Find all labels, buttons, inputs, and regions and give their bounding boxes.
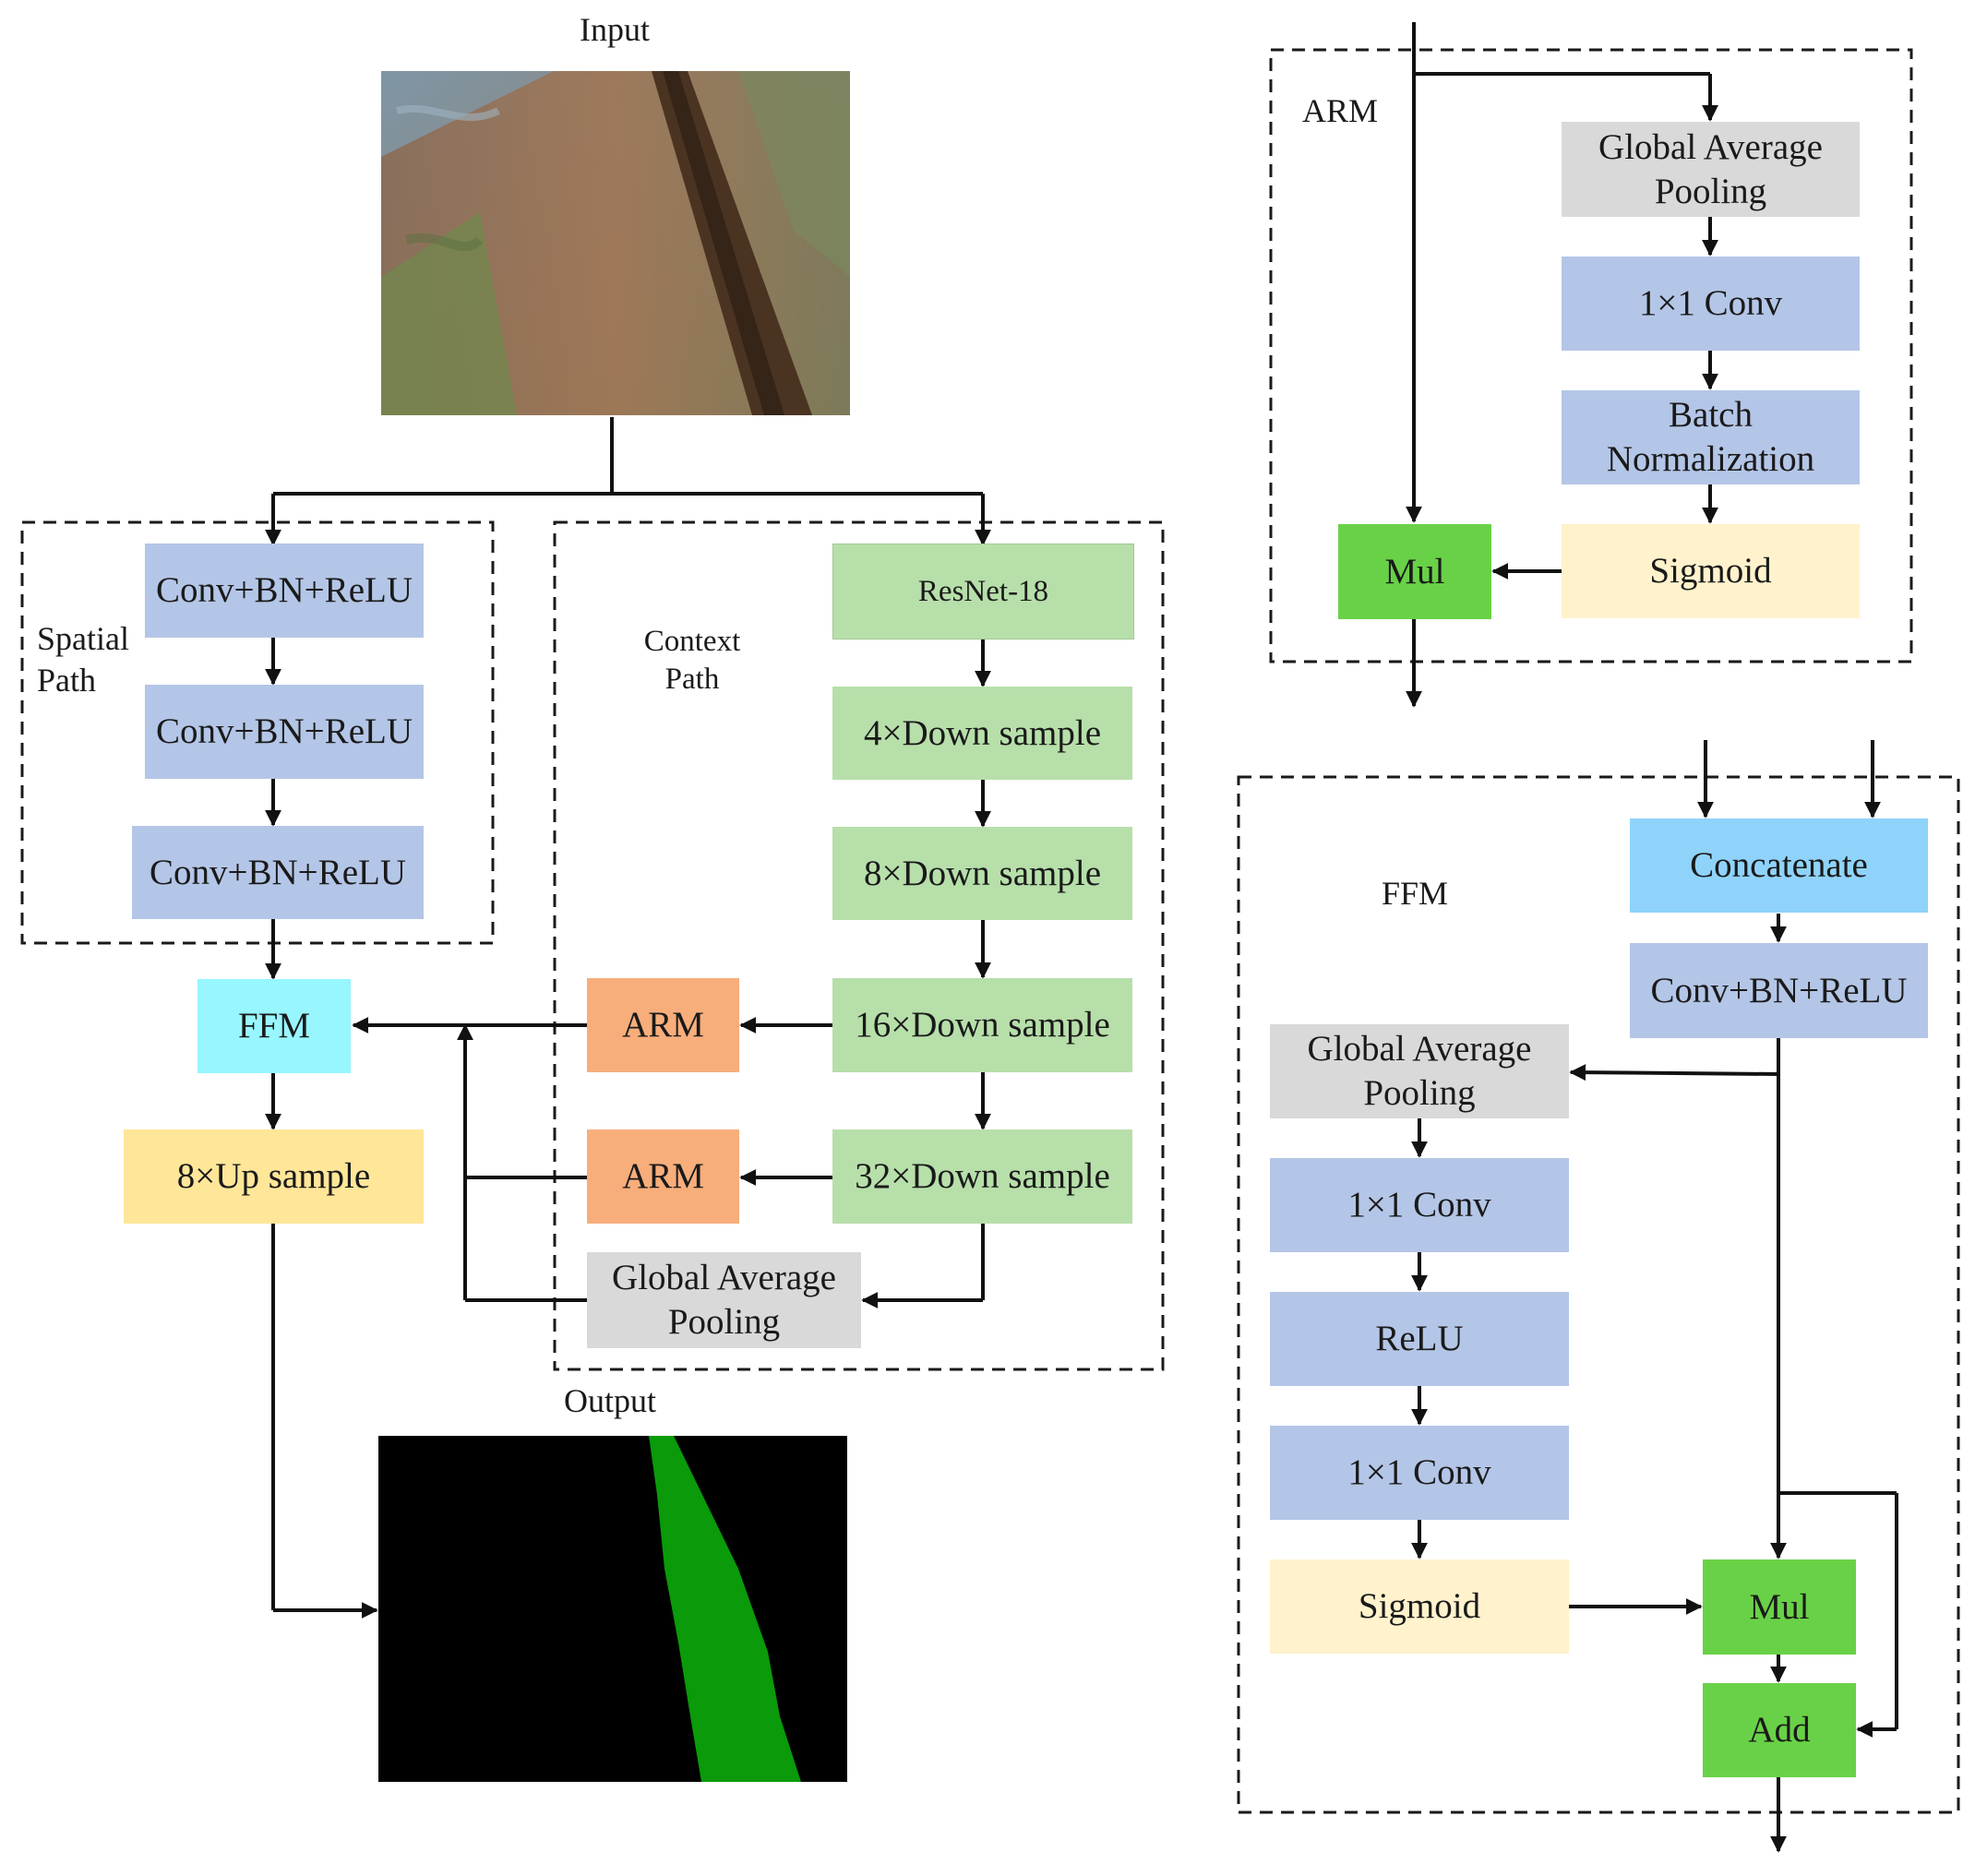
arm-module-title: ARM	[1302, 92, 1379, 129]
module-borders	[20, 48, 1960, 1814]
output-label: Output	[564, 1382, 657, 1419]
context-path-border	[553, 520, 1165, 1371]
ffm-block: FFM	[198, 979, 351, 1073]
resnet-block: ResNet-18	[832, 544, 1134, 639]
arm-block-2: ARM	[587, 1129, 739, 1224]
ffm-module-title: FFM	[1382, 875, 1449, 912]
arm-block-1: ARM	[587, 978, 739, 1072]
ffm-mul-block: Mul	[1703, 1559, 1856, 1655]
ffm-module-border	[1237, 775, 1960, 1814]
spatial-conv-block-3: Conv+BN+ReLU	[132, 826, 424, 919]
spatial-path-border	[20, 520, 495, 945]
arm-conv-block: 1×1 Conv	[1562, 257, 1860, 351]
ffm-sigmoid-block: Sigmoid	[1270, 1559, 1569, 1654]
ffm-relu-block: ReLU	[1270, 1292, 1569, 1386]
ffm-global-pooling-block: Global Average Pooling	[1270, 1024, 1569, 1118]
context-path-label: Context Path	[643, 625, 741, 697]
main-connectors	[265, 417, 991, 1619]
spatial-path-label: Spatial Path	[37, 620, 129, 699]
ffm-concatenate-block: Concatenate	[1630, 819, 1928, 913]
downsample-16x-block: 16×Down sample	[832, 978, 1132, 1072]
arm-connectors	[1406, 22, 1718, 708]
global-pooling-block: Global Average Pooling	[587, 1252, 861, 1348]
ffm-conv-block-2: 1×1 Conv	[1270, 1426, 1569, 1520]
downsample-8x-block: 8×Down sample	[832, 827, 1132, 920]
input-image	[381, 71, 850, 415]
arm-global-pooling-block: Global Average Pooling	[1562, 122, 1860, 217]
spatial-conv-block-2: Conv+BN+ReLU	[145, 685, 424, 779]
arm-module-border	[1269, 48, 1913, 663]
arm-sigmoid-block: Sigmoid	[1562, 524, 1860, 618]
output-mask	[378, 1436, 847, 1782]
downsample-32x-block: 32×Down sample	[832, 1129, 1132, 1224]
ffm-conv-block: Conv+BN+ReLU	[1630, 943, 1928, 1038]
spatial-conv-block-1: Conv+BN+ReLU	[145, 544, 424, 638]
input-label: Input	[580, 11, 650, 48]
ffm-add-block: Add	[1703, 1683, 1856, 1777]
downsample-4x-block: 4×Down sample	[832, 687, 1132, 780]
upsample-block: 8×Up sample	[124, 1129, 424, 1224]
ffm-connectors	[1411, 740, 1898, 1853]
ffm-conv-block-1: 1×1 Conv	[1270, 1158, 1569, 1252]
arm-mul-block: Mul	[1338, 524, 1491, 619]
arm-batchnorm-block: Batch Normalization	[1562, 390, 1860, 484]
